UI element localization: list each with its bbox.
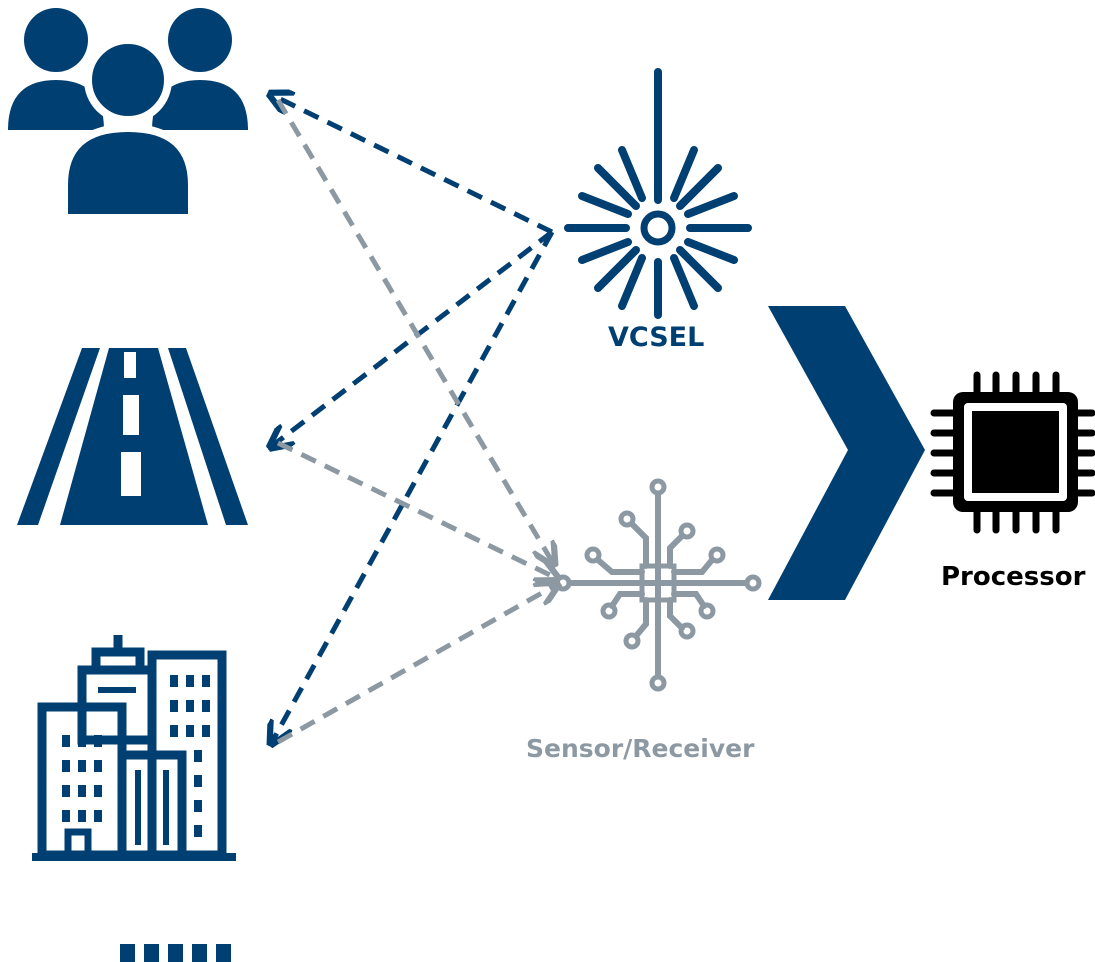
processor-label: Processor [941, 562, 1086, 592]
sensor-icon [554, 478, 762, 692]
beam-to-buildings [272, 230, 555, 742]
beam-to-road [272, 230, 554, 446]
reflection-from-people [275, 98, 553, 563]
beam-to-people [272, 95, 554, 235]
chip-icon [930, 371, 1095, 534]
reflected-beams [275, 98, 556, 745]
reflection-from-road [276, 440, 556, 578]
more-dots-icon [120, 944, 231, 962]
vcsel-label: VCSEL [608, 322, 705, 353]
laser-icon [564, 68, 752, 319]
people-icon [8, 8, 248, 222]
buildings-icon [32, 635, 236, 861]
emitted-beams [272, 95, 555, 742]
reflection-from-buildings [276, 585, 556, 745]
road-icon [17, 348, 248, 525]
chevron-right-icon [768, 306, 925, 600]
sensor-label: Sensor/Receiver [526, 734, 755, 763]
